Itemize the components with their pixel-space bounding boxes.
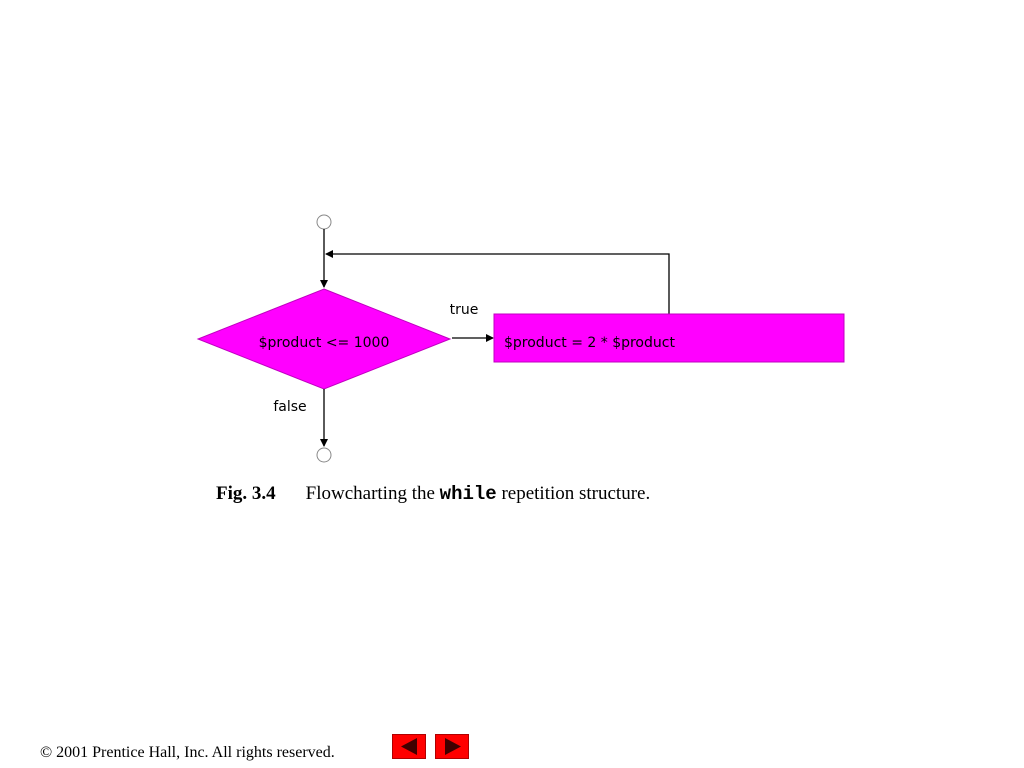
right-triangle-icon bbox=[445, 738, 461, 755]
figure-number: Fig. 3.4 bbox=[216, 483, 276, 504]
left-triangle-icon bbox=[401, 738, 417, 755]
decision-text: $product <= 1000 bbox=[259, 335, 390, 351]
next-slide-button[interactable] bbox=[435, 734, 469, 759]
true-label: true bbox=[450, 302, 479, 318]
loop-back-line bbox=[325, 250, 670, 314]
caption-text-before: Flowcharting the bbox=[305, 483, 440, 504]
caption-keyword: while bbox=[439, 483, 497, 505]
figure-caption: Fig. 3.4 Flowcharting the while repetitio… bbox=[216, 483, 650, 505]
end-connector bbox=[316, 447, 332, 463]
figure-description: Flowcharting the while repetition struct… bbox=[305, 483, 651, 505]
copyright-notice: © 2001 Prentice Hall, Inc. All rights re… bbox=[40, 744, 335, 761]
false-label: false bbox=[273, 399, 306, 415]
previous-slide-button[interactable] bbox=[392, 734, 426, 759]
action-box bbox=[493, 313, 845, 363]
caption-text-after: repetition structure. bbox=[496, 483, 651, 504]
start-connector bbox=[316, 214, 332, 230]
action-text: $product = 2 * $product bbox=[504, 335, 675, 351]
